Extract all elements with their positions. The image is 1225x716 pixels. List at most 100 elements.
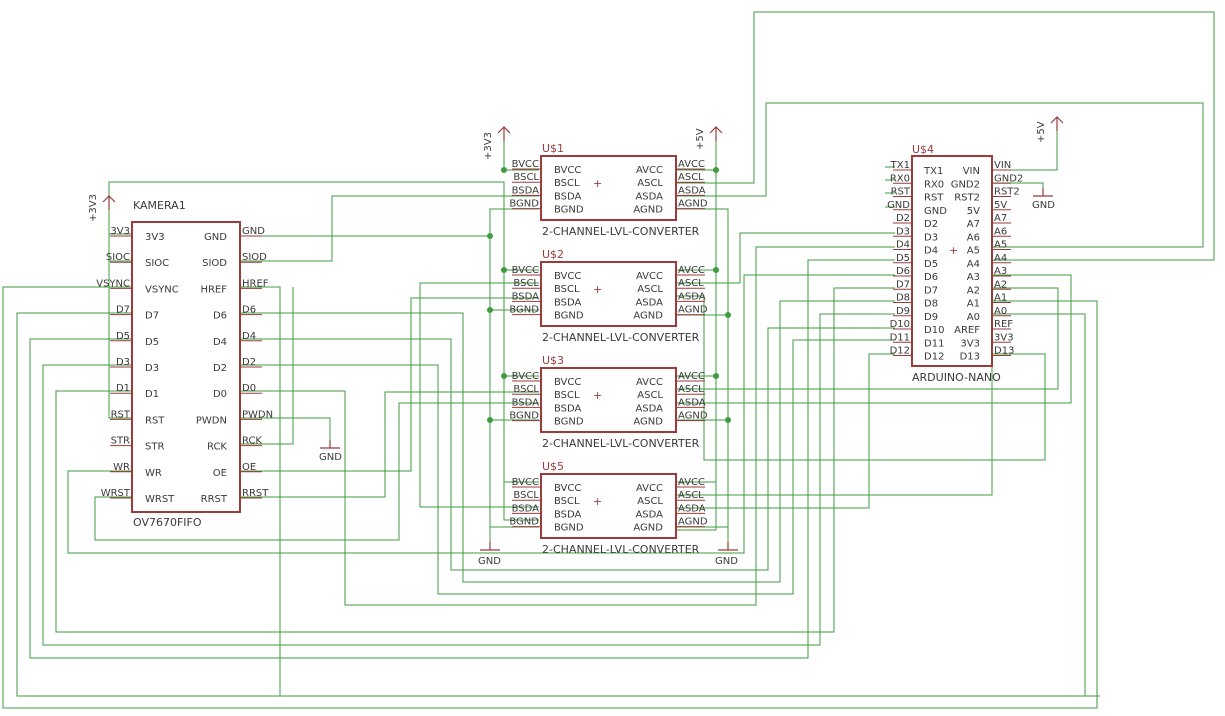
camera-pin-label: WR xyxy=(145,468,162,479)
converter-net-label: BSCL xyxy=(513,490,539,501)
arduino-net-label: D4 xyxy=(896,240,910,251)
arduino-pin-label: RST xyxy=(924,193,944,204)
arduino-part[interactable]: U$4 ARDUINO-NANO + TX1TX1RX0RX0RSTRSTGND… xyxy=(887,143,1023,384)
gnd-right-rail[interactable]: GND xyxy=(715,542,738,567)
converter-net-label: BSDA xyxy=(512,397,540,408)
arduino-left-pins: TX1TX1RX0RX0RSTRSTGNDGNDD2D2D3D3D4D4D5D5… xyxy=(887,160,947,363)
arduino-pin-label: D4 xyxy=(924,246,938,257)
camera-pin-label: VSYNC xyxy=(145,284,179,295)
arduino-pin-label: A3 xyxy=(967,272,980,283)
camera-net-label: HREF xyxy=(242,278,269,289)
arduino-net-label: REF xyxy=(994,319,1013,330)
supply-3v3-camera[interactable]: +3V3 xyxy=(88,194,116,222)
camera-pin-label: D1 xyxy=(145,389,159,400)
arduino-pin-label: GND xyxy=(924,206,947,217)
arduino-net-label: RST xyxy=(891,187,911,198)
converter-net-label: ASCL xyxy=(678,278,704,289)
camera-net-label: OE xyxy=(242,462,256,473)
camera-pin-label: D4 xyxy=(213,337,227,348)
camera-net-label: VSYNC xyxy=(96,278,130,289)
converter-pin-label: BSDA xyxy=(554,509,582,520)
arduino-origin-cross: + xyxy=(949,244,958,257)
camera-net-label: D0 xyxy=(242,383,256,394)
converter-name: U$5 xyxy=(542,460,564,473)
arduino-body xyxy=(911,155,993,367)
camera-pin-label: STR xyxy=(145,442,164,453)
converter-origin-cross: + xyxy=(593,389,602,402)
gnd-camera[interactable]: GND xyxy=(319,440,342,463)
arduino-pin-label: D10 xyxy=(924,325,944,336)
camera-pin-label: OE xyxy=(213,468,227,479)
arduino-pin-label: D7 xyxy=(924,285,938,296)
converter-body xyxy=(540,261,677,327)
camera-pin-label: RCK xyxy=(207,442,227,453)
junction-dots xyxy=(487,167,731,423)
gnd-left-label: GND xyxy=(478,556,501,567)
converter-pin-label: AGND xyxy=(633,311,663,322)
converter-net-label: AGND xyxy=(678,517,708,528)
arduino-net-label: D10 xyxy=(890,319,910,330)
converter-net-label: BSDA xyxy=(512,185,540,196)
converter-pin-label: BSDA xyxy=(554,403,582,414)
arduino-net-label: A2 xyxy=(994,279,1007,290)
camera-pin-label: RRST xyxy=(201,494,228,505)
converter-pin-label: BSCL xyxy=(554,178,580,189)
converter-net-label: BGND xyxy=(509,305,539,316)
arduino-pin-label: 3V3 xyxy=(960,338,980,349)
supply-5v-converter[interactable]: +5V xyxy=(695,126,723,150)
supply-3v3-converter[interactable]: +3V3 xyxy=(483,126,511,160)
converter-net-label: AGND xyxy=(678,199,708,210)
arduino-net-label: A0 xyxy=(994,306,1007,317)
converter-pin-label: ASCL xyxy=(637,178,663,189)
camera-net-label: D5 xyxy=(116,331,130,342)
camera-pin-label: D3 xyxy=(145,363,159,374)
supply-5v-arduino[interactable]: +5V xyxy=(1036,116,1064,143)
converter-net-label: ASDA xyxy=(678,397,706,408)
arduino-net-label: A6 xyxy=(994,226,1007,237)
arduino-pin-label: D2 xyxy=(924,219,938,230)
arduino-net-label: 3V3 xyxy=(994,332,1014,343)
camera-right-pins: GNDGNDSIODSIODHREFHREFD6D6D4D4D2D2D0D0PW… xyxy=(196,226,273,505)
converter-pin-label: BGND xyxy=(554,523,584,534)
camera-pin-label: WRST xyxy=(145,494,175,505)
gnd-left-rail[interactable]: GND xyxy=(478,542,501,567)
arduino-pin-label: A6 xyxy=(967,232,980,243)
converter-pin-label: BSCL xyxy=(554,390,580,401)
arduino-pin-label: A2 xyxy=(967,285,980,296)
converter-net-label: ASDA xyxy=(678,503,706,514)
camera-net-label: D3 xyxy=(116,357,130,368)
converter-pin-label: ASDA xyxy=(635,509,663,520)
camera-net-label: SIOD xyxy=(242,252,267,263)
camera-net-label: RST xyxy=(111,409,131,420)
converter-pin-label: BGND xyxy=(554,417,584,428)
converter-value: 2-CHANNEL-LVL-CONVERTER xyxy=(542,437,700,450)
arduino-pin-label: VIN xyxy=(963,166,980,177)
converter-pin-label: AGND xyxy=(633,523,663,534)
arduino-pin-label: D6 xyxy=(924,272,938,283)
camera-pin-label: SIOD xyxy=(202,258,227,269)
converter-net-label: BSCL xyxy=(513,172,539,183)
converter-net-label: BSCL xyxy=(513,384,539,395)
camera-pin-label: D7 xyxy=(145,311,159,322)
converter-value: 2-CHANNEL-LVL-CONVERTER xyxy=(542,543,700,556)
arduino-pin-label: RX0 xyxy=(924,179,944,190)
converter-pin-label: BVCC xyxy=(554,165,581,176)
converter-body xyxy=(540,473,677,539)
arduino-net-label: D8 xyxy=(896,293,910,304)
arduino-net-label: 5V xyxy=(994,200,1007,211)
arduino-net-label: A3 xyxy=(994,266,1007,277)
converter-pin-label: BVCC xyxy=(554,377,581,388)
camera-part[interactable]: KAMERA1 OV7670FIFO 3V33V3SIOCSIOCVSYNCVS… xyxy=(96,199,273,529)
arduino-pin-label: D13 xyxy=(960,352,980,363)
converter-net-label: ASDA xyxy=(678,291,706,302)
camera-net-label: STR xyxy=(111,436,130,447)
gnd-arduino[interactable]: GND xyxy=(1032,188,1055,211)
camera-net-label: D2 xyxy=(242,357,256,368)
converter-pin-label: ASDA xyxy=(635,403,663,414)
arduino-pin-label: D5 xyxy=(924,259,938,270)
